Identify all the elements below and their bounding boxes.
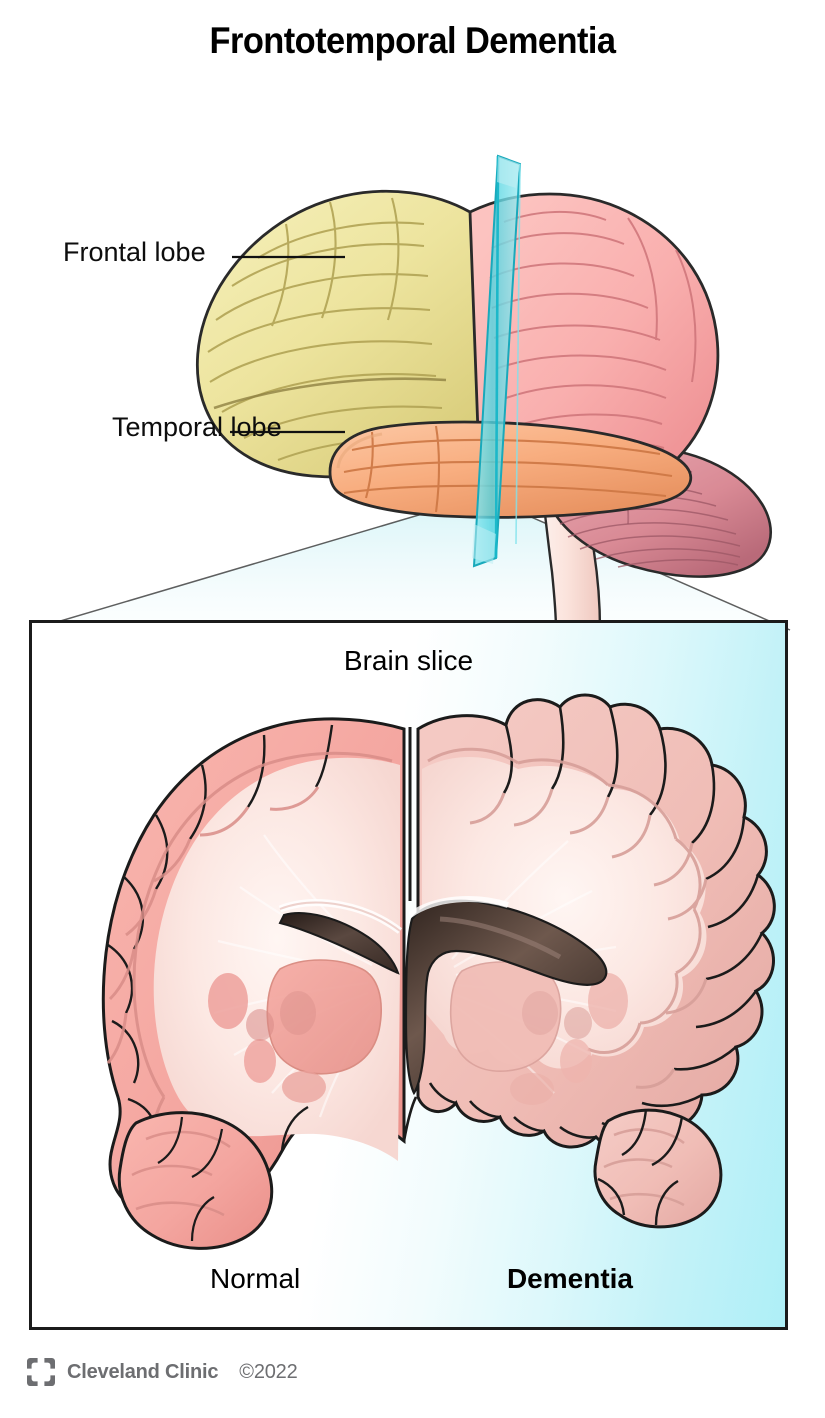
- hemisphere-dementia: [404, 693, 776, 1229]
- ventricle-normal: [278, 912, 400, 975]
- hemisphere-normal: [101, 717, 406, 1250]
- label-normal-side: Normal: [210, 1263, 301, 1294]
- coronal-slice-illustration: [101, 693, 776, 1250]
- label-temporal-lobe: Temporal lobe: [112, 412, 282, 442]
- label-frontal-lobe: Frontal lobe: [63, 237, 206, 267]
- frontal-gyri: [207, 197, 451, 461]
- cleveland-clinic-logo-icon: [27, 1358, 55, 1386]
- cortex-ribbon-normal: [106, 751, 393, 1168]
- temporal-lobe-dementia: [593, 1108, 723, 1229]
- brain-slice-panel: Brain slice: [29, 620, 788, 1330]
- page-title: Frontotemporal Dementia: [209, 20, 616, 61]
- basal-ganglia-normal: [266, 959, 382, 1075]
- ventricle-dementia-enlarged: [404, 899, 608, 1096]
- footer-attribution: Cleveland Clinic ©2022: [26, 1357, 298, 1387]
- temporal-lobe-normal: [117, 1111, 274, 1250]
- midline-fissure: [402, 727, 418, 1142]
- cortex-ribbon-dementia: [427, 747, 708, 1089]
- label-dementia-side: Dementia: [506, 1263, 633, 1294]
- leader-lines: [230, 255, 345, 434]
- brand-name: Cleveland Clinic: [67, 1360, 219, 1383]
- panel-caption: Brain slice: [343, 645, 474, 676]
- copyright-text: ©2022: [239, 1360, 298, 1383]
- lateral-brain-illustration: [0, 72, 825, 632]
- brain-body: [196, 154, 772, 632]
- cut-plane-icon: [472, 154, 522, 568]
